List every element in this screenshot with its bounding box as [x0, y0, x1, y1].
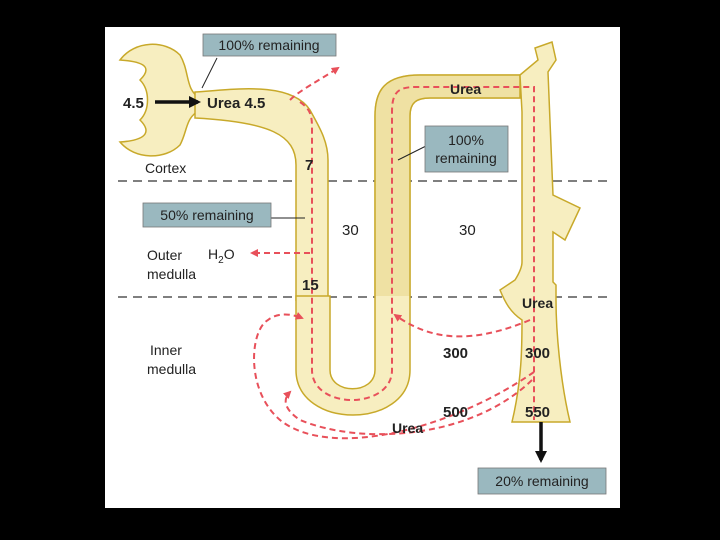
box-bottom-text: 20% remaining: [495, 473, 588, 489]
value-30-right: 30: [459, 222, 476, 239]
box-collecting-line2: remaining: [435, 150, 496, 166]
label-inner-line1: Inner: [150, 342, 182, 358]
value-30-left: 30: [342, 222, 359, 239]
label-inner-line2: medulla: [147, 361, 196, 377]
value-300-right: 300: [525, 345, 550, 362]
box-descending: 50% remaining: [143, 203, 271, 227]
box-top-left-text: 100% remaining: [218, 37, 319, 53]
value-15: 15: [302, 277, 319, 294]
label-cortex: Cortex: [145, 160, 186, 176]
label-urea-top: Urea: [450, 81, 481, 97]
value-7: 7: [305, 157, 313, 174]
label-urea-right: Urea: [522, 295, 553, 311]
water-o: O: [224, 246, 235, 262]
box-collecting-line1: 100%: [448, 132, 484, 148]
box-descending-text: 50% remaining: [160, 207, 253, 223]
box-bottom: 20% remaining: [478, 468, 606, 494]
box-collecting: 100% remaining: [425, 126, 508, 172]
box-top-left: 100% remaining: [203, 34, 336, 56]
value-inflow: 4.5: [123, 95, 144, 112]
label-outer-line1: Outer: [147, 247, 182, 263]
water-h: H: [208, 246, 218, 262]
value-300-left: 300: [443, 345, 468, 362]
value-500: 500: [443, 404, 468, 421]
value-urea-inflow: Urea 4.5: [207, 95, 265, 112]
label-outer-line2: medulla: [147, 266, 196, 282]
label-urea-bottom: Urea: [392, 420, 423, 436]
value-550: 550: [525, 404, 550, 421]
